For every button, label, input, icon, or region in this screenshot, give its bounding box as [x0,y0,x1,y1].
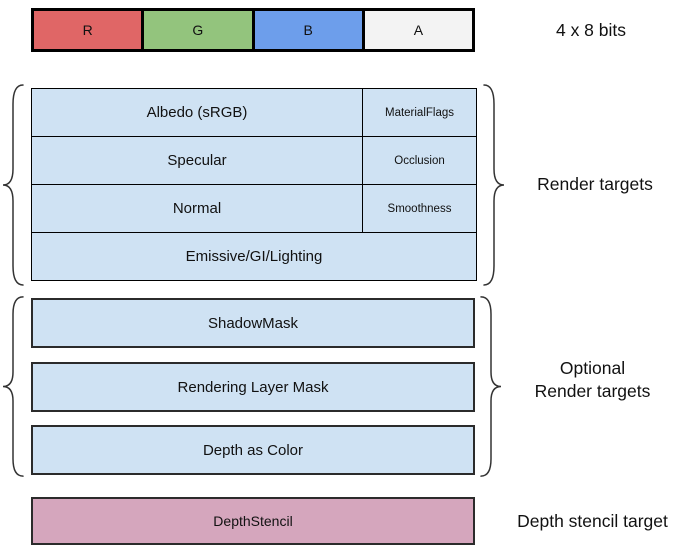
shadowmask-box: ShadowMask [31,298,475,348]
alpha-channel-cell: A [361,11,472,49]
specular-cell: Specular [167,152,227,169]
optional-label-line1: Optional [559,358,626,378]
optional-label-line2: Render targets [534,381,651,401]
albedo-cell: Albedo (sRGB) [146,104,248,121]
table-row: Specular Occlusion [32,136,476,184]
normal-cell: Normal [172,200,222,217]
bit-depth-caption: 4 x 8 bits [555,19,627,40]
red-channel-label: R [82,22,93,38]
left-brace-optional-targets [1,296,25,477]
materialflags-cell: MaterialFlags [362,89,476,136]
green-channel-label: G [192,22,204,38]
alpha-channel-label: A [413,22,424,38]
optional-render-targets-label: Optional Render targets [495,352,690,408]
smoothness-cell: Smoothness [362,185,476,232]
right-brace-render-targets [482,84,506,286]
table-row: Albedo (sRGB) MaterialFlags [32,89,476,136]
red-channel-cell: R [34,11,142,49]
depth-as-color-box: Depth as Color [31,425,475,475]
render-targets-table: Albedo (sRGB) MaterialFlags Specular Occ… [31,88,477,281]
right-brace-optional-targets [479,296,503,477]
table-row: Emissive/GI/Lighting [32,232,476,280]
left-brace-render-targets [1,84,25,286]
green-channel-cell: G [141,11,252,49]
table-row: Normal Smoothness [32,184,476,232]
blue-channel-cell: B [251,11,362,49]
emissive-cell: Emissive/GI/Lighting [185,248,323,265]
occlusion-cell: Occlusion [362,137,476,184]
pixel-format-bar: R G B A [31,8,475,52]
blue-channel-label: B [303,22,313,38]
depth-stencil-target-label: Depth stencil target [517,510,668,531]
depthstencil-box: DepthStencil [31,497,475,545]
rendering-layer-mask-box: Rendering Layer Mask [31,362,475,412]
render-targets-label: Render targets [537,173,653,194]
